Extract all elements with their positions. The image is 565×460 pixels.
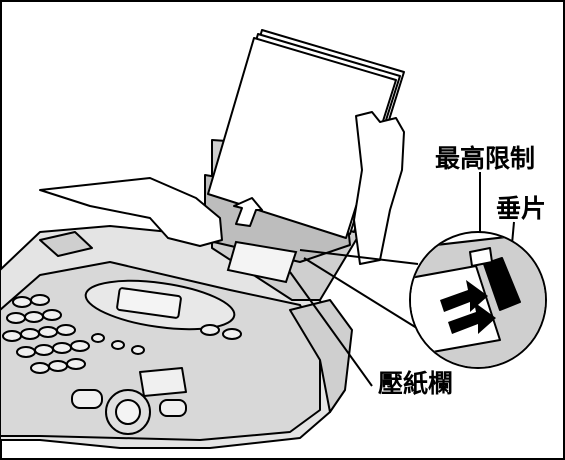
function-buttons [91, 324, 242, 355]
paper-guide-leader [289, 271, 373, 387]
paper-stack [207, 29, 405, 239]
hands [39, 111, 405, 265]
paper-guide-bar [226, 240, 298, 284]
stop-button [159, 399, 187, 417]
magnified-arrows [440, 280, 496, 334]
magnifier-leader-bottom [303, 257, 421, 331]
insert-arrow [233, 197, 263, 227]
start-button [71, 389, 103, 409]
left-hand [39, 177, 223, 247]
lcd-display [116, 287, 182, 319]
cross-pad [139, 367, 187, 397]
keypad [2, 294, 90, 374]
magnified-flap [483, 257, 521, 311]
magnifier-leader-top [299, 249, 419, 265]
flap-label: 垂片 [496, 194, 547, 223]
fax-machine [0, 225, 353, 449]
right-hand [353, 111, 405, 265]
handset-cradle [289, 299, 353, 413]
paper-guide-label: 壓紙欄 [378, 369, 454, 398]
magnified-limit-mark [469, 247, 493, 267]
navigator-dial-center [115, 399, 141, 425]
magnified-detail [409, 231, 547, 369]
max-limit-label: 最高限制 [435, 144, 536, 173]
top-window [39, 231, 93, 257]
